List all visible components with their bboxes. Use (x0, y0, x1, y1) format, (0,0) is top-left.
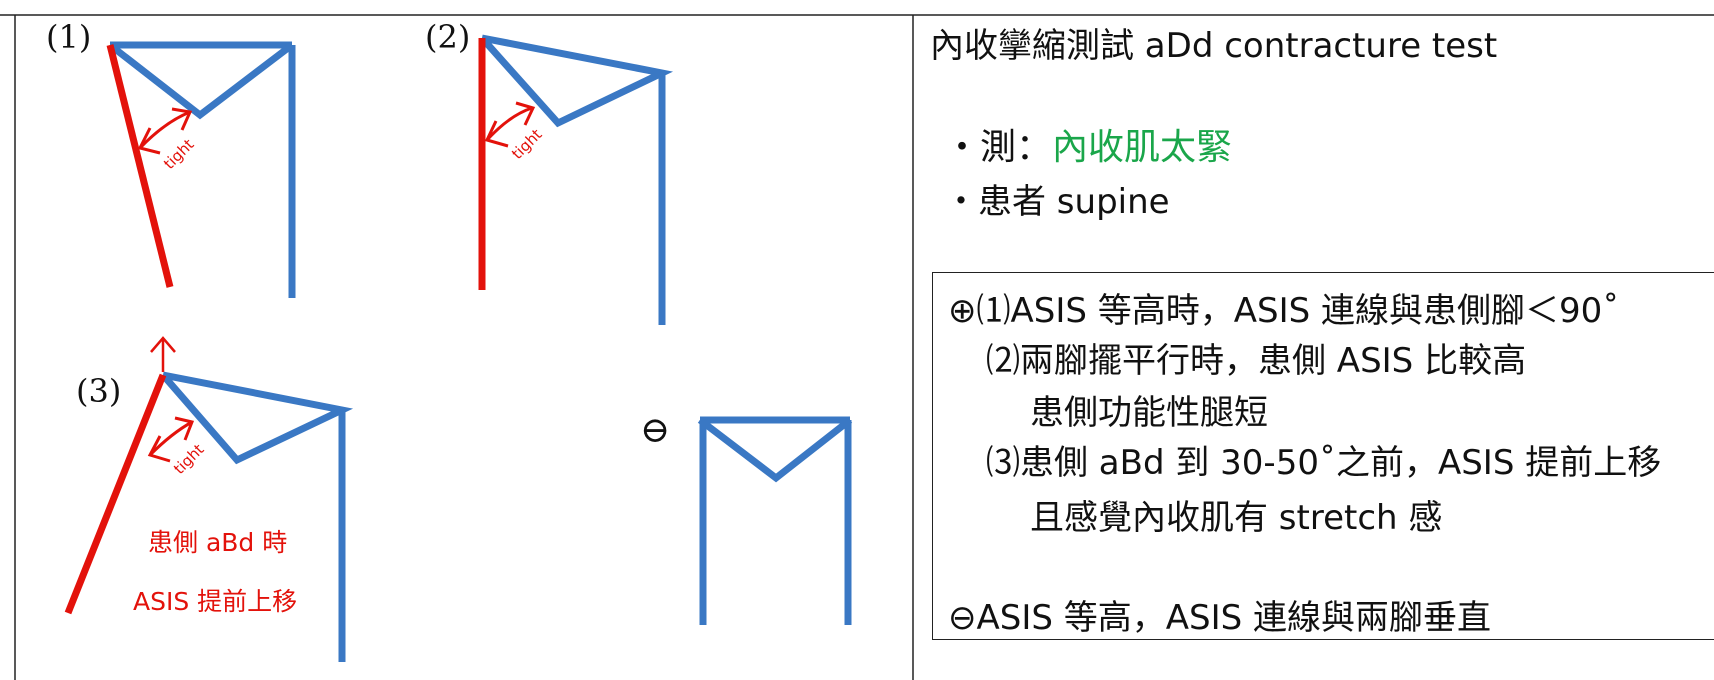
diagram-3-tight-label: tight (170, 440, 208, 478)
diagram-3-caption-line2: ASIS 提前上移 (133, 587, 298, 616)
diagram-negative (697, 416, 853, 625)
diagram-3-shape (160, 371, 354, 465)
diagram-2-label: (2) (425, 18, 471, 56)
diagram-1-affected-leg (106, 44, 174, 288)
criteria-negative-line: ⊖ASIS 等高，ASIS 連線與兩腳垂直 (948, 598, 1492, 638)
diagram-3-arrow-head-a (147, 435, 171, 463)
criteria-box (932, 272, 1714, 640)
diagram-3 (64, 336, 354, 662)
diagram-1-tight-label: tight (160, 135, 198, 173)
diagram-3-tight-arc (148, 420, 193, 457)
diagram-1-arrow-head-b (171, 107, 193, 131)
diagram-1-v-shape (107, 42, 295, 120)
diagram-2-tight-arc (485, 106, 533, 142)
diagram-2-tight-label: tight (508, 125, 546, 163)
diagram-1-arrow-head-a (137, 127, 161, 155)
page-title: 內收攣縮測試 aDd contracture test (930, 26, 1498, 66)
diagram-negative-label: ⊖ (640, 410, 671, 451)
diagram-1 (106, 41, 296, 298)
negative-v-shape (697, 417, 853, 483)
bullet-test-description: ・測：內收肌太緊 (944, 118, 1232, 170)
bullet-patient-position: ・患者 supine (944, 182, 1170, 222)
criteria-positive-line4: ⑶患側 aBd 到 30-50˚之前，ASIS 提前上移 (986, 443, 1662, 483)
bullet-test-prefix: ・測： (944, 127, 1053, 168)
diagram-3-label: (3) (76, 372, 122, 410)
criteria-positive-line2: ⑵兩腳擺平行時，患側 ASIS 比較高 (986, 341, 1527, 381)
diagram-2-arrow-head-b (515, 101, 536, 126)
bullet-test-highlight: 內收肌太緊 (1052, 127, 1233, 168)
diagram-3-arrow-head-b (174, 416, 195, 441)
criteria-positive-line5: 且感覺內收肌有 stretch 感 (1030, 498, 1443, 538)
diagram-2-arrow-head-a (484, 120, 509, 148)
diagram-2 (478, 34, 674, 325)
diagram-1-tight-arc (138, 110, 191, 150)
criteria-positive-line3: 患側功能性腿短 (1030, 393, 1268, 433)
diagram-3-caption-line1: 患側 aBd 時 (148, 528, 288, 557)
diagram-3-up-arrow-head (150, 336, 176, 353)
criteria-positive-line1: ⊕⑴ASIS 等高時，ASIS 連線與患側腳＜90˚ (948, 291, 1620, 331)
diagram-1-label: (1) (46, 18, 92, 56)
diagram-3-affected-leg (64, 373, 167, 615)
diagram-2-shape (479, 34, 674, 128)
